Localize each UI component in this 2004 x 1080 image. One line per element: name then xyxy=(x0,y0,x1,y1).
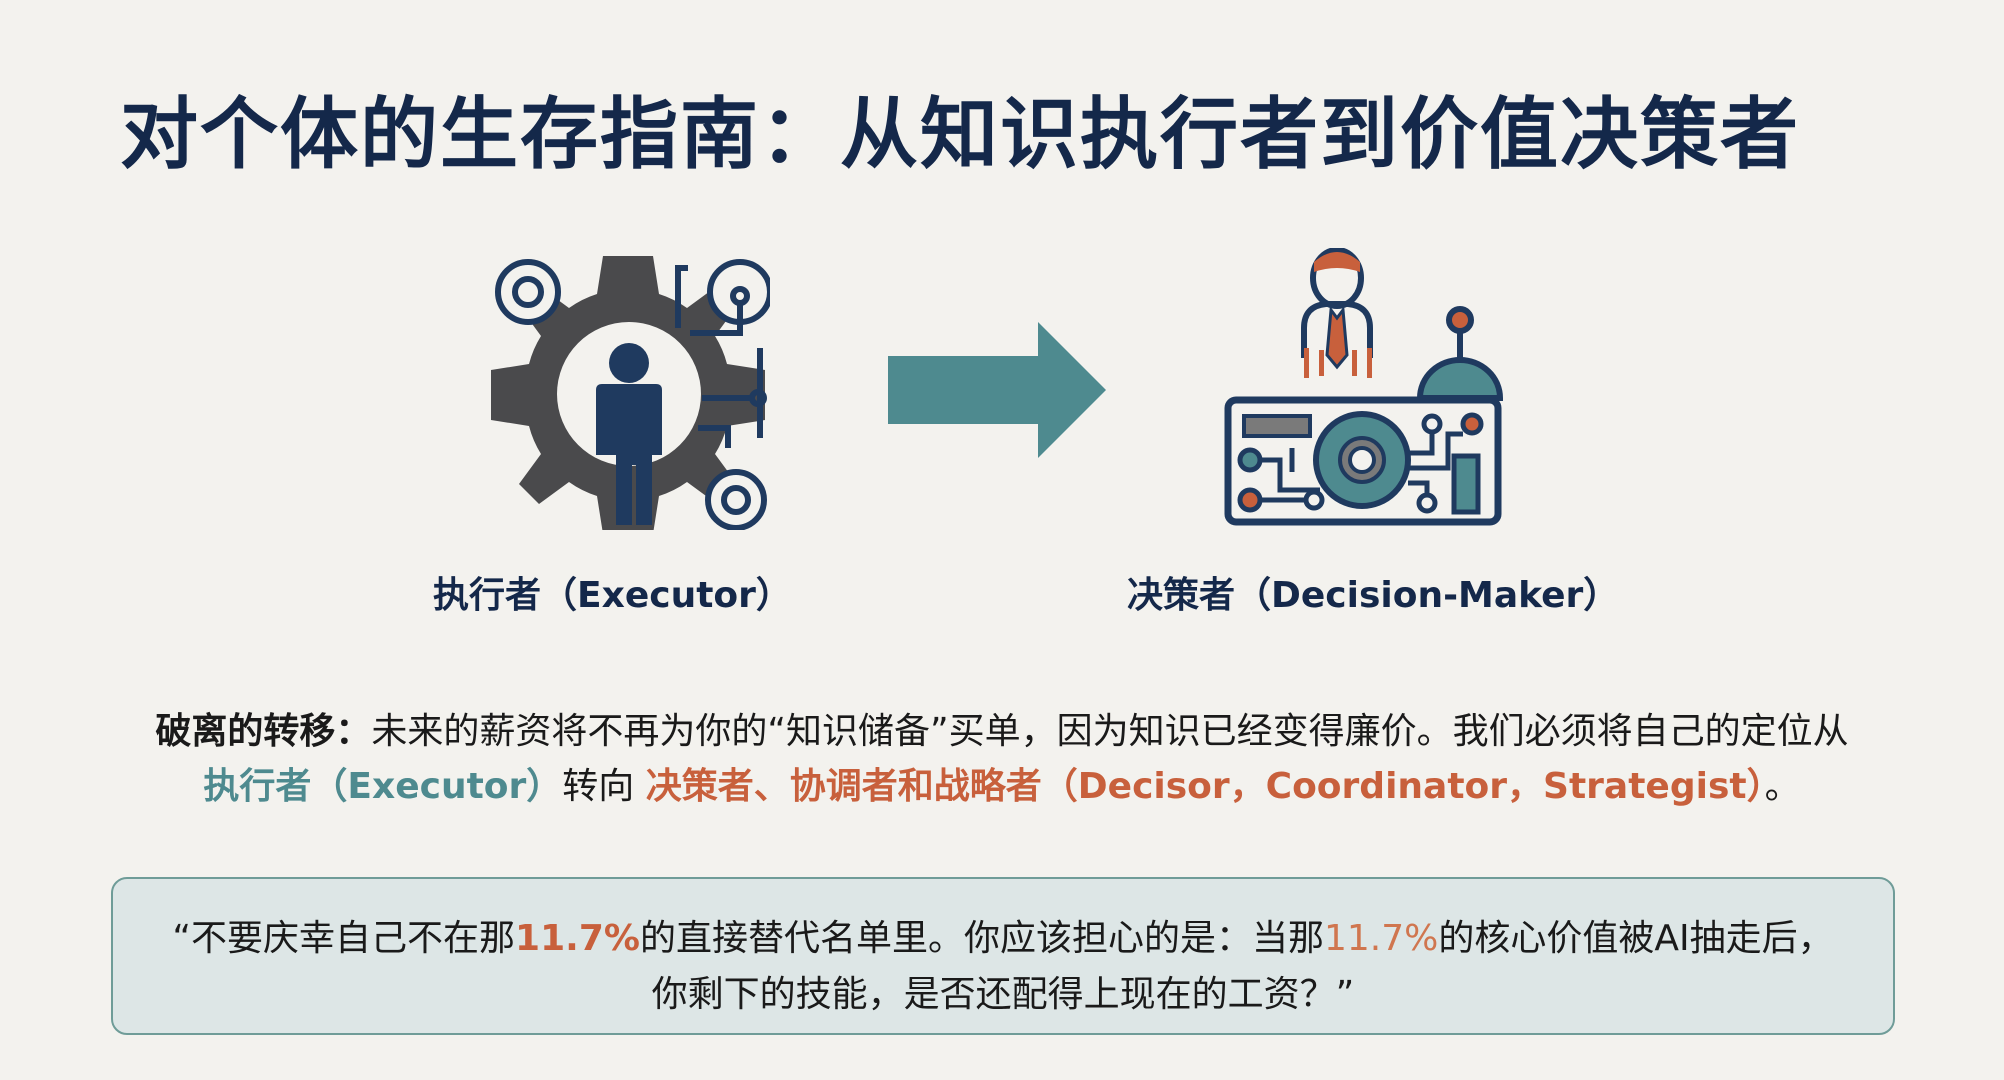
paragraph-text: 未来的薪资将不再为你的“知识储备”买单，因为知识已经变得廉价。我们必须将自己的定… xyxy=(371,711,1849,752)
paragraph-end: 。 xyxy=(1764,766,1801,807)
quote-box: “不要庆幸自己不在那11.7%的直接替代名单里。你应该担心的是：当那11.7%的… xyxy=(111,877,1895,1035)
person-in-gear-icon xyxy=(488,248,773,534)
decision-maker-label: 决策者（Decision-Maker） xyxy=(1127,575,1620,616)
person-at-control-panel-icon xyxy=(1222,247,1504,528)
quote-line-1: “不要庆幸自己不在那11.7%的直接替代名单里。你应该担心的是：当那11.7%的… xyxy=(113,909,1893,961)
paragraph-line-2: 执行者（Executor）转向 决策者、协调者和战略者（Decisor，Coor… xyxy=(0,757,2004,809)
paragraph-lead: 破离的转移： xyxy=(155,711,372,752)
decisor-terms: 决策者、协调者和战略者（Decisor，Coordinator，Strategi… xyxy=(645,766,1765,807)
quote-text: “不要庆幸自己不在那 xyxy=(172,918,516,959)
quote-text: 的核心价值被AI抽走后， xyxy=(1438,918,1834,959)
percentage-highlight: 11.7% xyxy=(1323,918,1439,959)
quote-text: 的直接替代名单里。你应该担心的是：当那 xyxy=(639,918,1324,959)
right-arrow-icon xyxy=(888,322,1108,458)
transition-word: 转向 xyxy=(562,766,635,807)
percentage-highlight: 11.7% xyxy=(515,918,640,959)
executor-label: 执行者（Executor） xyxy=(433,575,792,616)
slide-title: 对个体的生存指南：从知识执行者到价值决策者 xyxy=(120,90,1801,180)
paragraph-line-1: 破离的转移：未来的薪资将不再为你的“知识储备”买单，因为知识已经变得廉价。我们必… xyxy=(0,702,2004,754)
executor-term: 执行者（Executor） xyxy=(203,766,563,807)
quote-line-2: 你剩下的技能，是否还配得上现在的工资？” xyxy=(651,974,1355,1015)
